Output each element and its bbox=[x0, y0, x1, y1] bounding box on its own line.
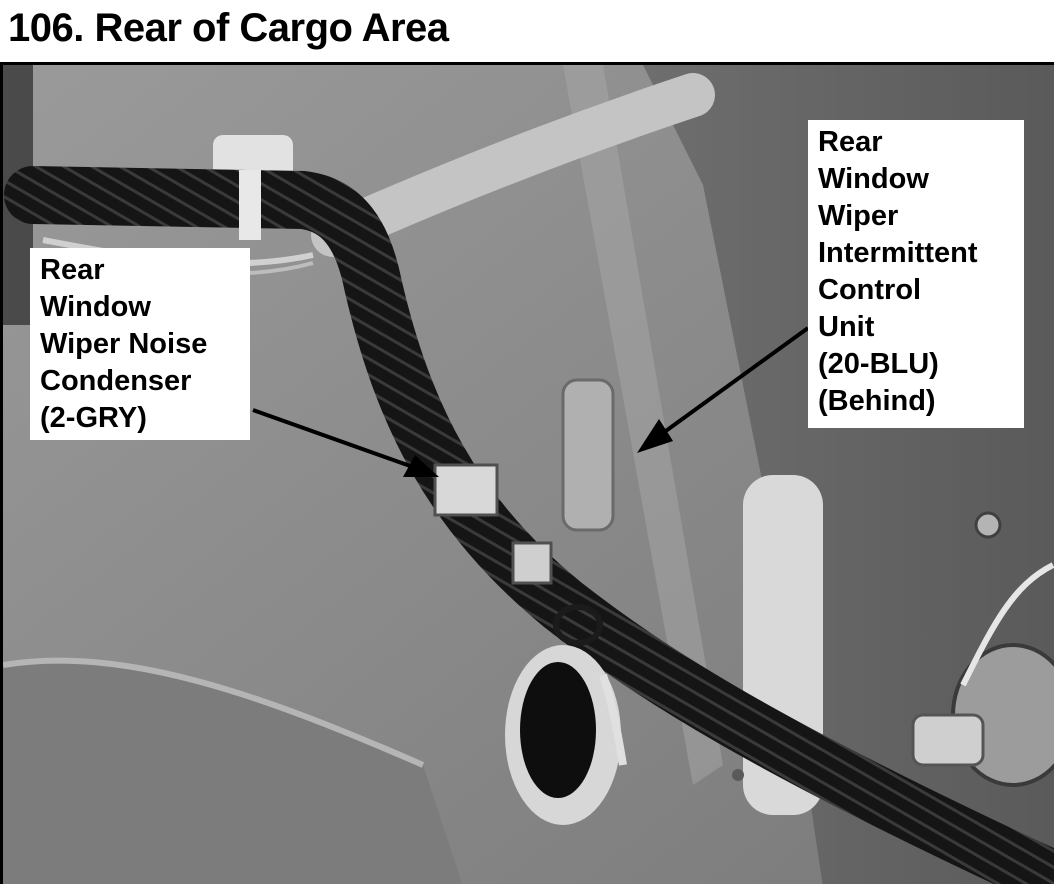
callout-line: (2-GRY) bbox=[40, 402, 147, 434]
callout-line: Intermittent bbox=[818, 237, 978, 269]
panel-highlight bbox=[563, 65, 723, 785]
unit-arrow-line bbox=[661, 326, 810, 435]
socket-connector bbox=[911, 713, 985, 767]
condenser-arrow-head bbox=[403, 455, 439, 477]
ground-ring bbox=[553, 604, 603, 646]
secondary-connector bbox=[511, 541, 553, 585]
callout-line: (Behind) bbox=[818, 385, 936, 417]
bolt-small bbox=[732, 769, 744, 781]
callout-line: Rear bbox=[818, 126, 883, 158]
hole-wires bbox=[599, 673, 627, 766]
ridge-highlight bbox=[3, 657, 425, 768]
photo-illustration bbox=[3, 65, 1054, 884]
zip-tie bbox=[239, 170, 261, 240]
main-harness bbox=[4, 166, 1054, 884]
callout-line: Wiper bbox=[818, 200, 899, 232]
callout-line: Rear bbox=[40, 254, 105, 286]
unit-arrow-head bbox=[637, 419, 673, 453]
page-title: 106. Rear of Cargo Area bbox=[8, 6, 449, 50]
callout-line: Unit bbox=[818, 311, 875, 343]
callout-line: Control bbox=[818, 274, 922, 306]
socket-wires bbox=[960, 562, 1054, 687]
noise-condenser-callout: Rear Window Wiper Noise Condenser (2-GRY… bbox=[30, 248, 250, 440]
callout-line: Condenser bbox=[40, 365, 192, 397]
intermittent-control-unit-callout: Rear Window Wiper Intermittent Control U… bbox=[808, 120, 1024, 428]
bolt bbox=[974, 511, 1002, 539]
panel-ridge bbox=[3, 660, 463, 884]
condenser-arrow-line bbox=[252, 408, 414, 469]
access-hole bbox=[520, 662, 596, 798]
callout-line: Window bbox=[40, 291, 151, 323]
callout-line: (20-BLU) bbox=[818, 348, 939, 380]
panel-clip bbox=[561, 378, 615, 532]
condenser-connector bbox=[433, 463, 499, 517]
callout-line: Wiper Noise bbox=[40, 328, 208, 360]
callout-line: Window bbox=[818, 163, 929, 195]
